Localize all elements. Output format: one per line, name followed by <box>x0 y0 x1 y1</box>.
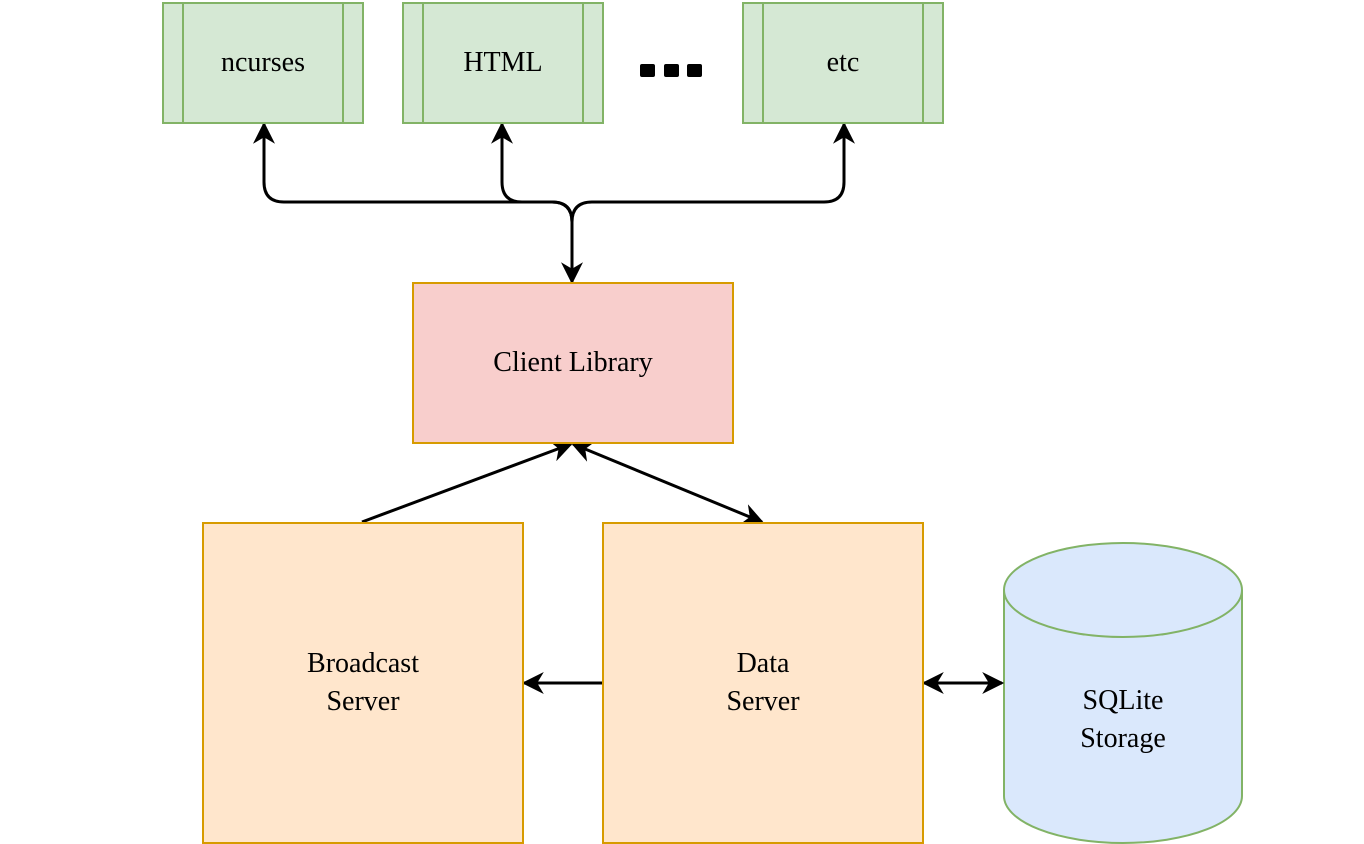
renderer-etc: etc <box>742 2 944 124</box>
sqlite-storage-label: SQLite Storage <box>1080 685 1166 754</box>
ellipsis-dots <box>640 60 702 80</box>
data-server-label: Data Server <box>726 648 800 717</box>
renderer-html-label: HTML <box>463 47 543 78</box>
renderer-ncurses-label: ncurses <box>221 47 305 78</box>
broadcast-server-node: Broadcast Server <box>202 522 524 844</box>
edge-client-to-html <box>491 121 574 223</box>
renderer-html: HTML <box>402 2 604 124</box>
client-library-label: Client Library <box>493 347 653 378</box>
client-library-node: Client Library <box>412 282 734 444</box>
renderer-etc-label: etc <box>826 47 860 78</box>
edge-broadcast-to-client <box>361 440 574 524</box>
ellipsis-dot <box>640 63 655 77</box>
ellipsis-dot <box>663 63 679 77</box>
broadcast-server-label: Broadcast Server <box>307 648 419 717</box>
ellipsis-dot <box>687 63 702 77</box>
renderer-ncurses: ncurses <box>162 2 364 124</box>
edge-client-data-bidirectional <box>570 441 765 525</box>
sqlite-storage-cylinder <box>1003 542 1243 844</box>
data-server-node: Data Server <box>602 522 924 844</box>
edge-client-to-etc <box>570 121 855 223</box>
